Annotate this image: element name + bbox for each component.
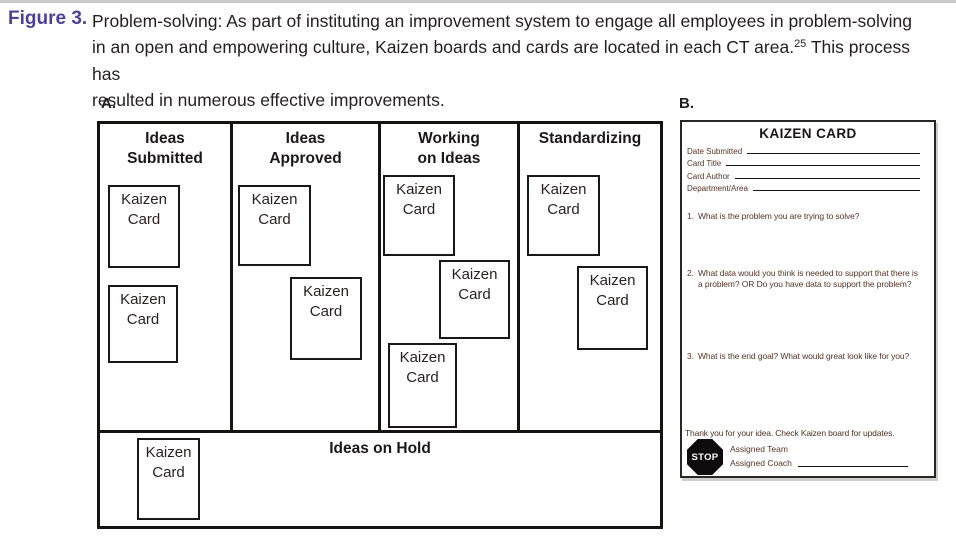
field-card-title: Card Title <box>687 156 920 169</box>
column-header-ideas-submitted: Ideas Submitted <box>100 129 230 168</box>
form-title: KAIZEN CARD <box>759 126 857 141</box>
assigned-team-label: Assigned Team <box>730 444 788 454</box>
kaizen-card-form: KAIZEN CARD Date Submitted Card Title Ca… <box>680 120 936 478</box>
figure-label: Figure 3. <box>8 8 88 29</box>
question-2: 2. What data would you think is needed t… <box>687 268 921 290</box>
caption-line-3: resulted in numerous effective improveme… <box>92 90 445 111</box>
field-label: Department/Area <box>687 184 748 194</box>
header-line: on Ideas <box>417 149 481 167</box>
header-line: Ideas <box>145 130 185 147</box>
field-label: Card Author <box>687 171 730 181</box>
kaizen-card: Kaizen Card <box>108 185 180 268</box>
field-card-author: Card Author <box>687 168 920 181</box>
field-label: Card Title <box>687 159 722 169</box>
kaizen-card: Kaizen Card <box>527 175 600 256</box>
kaizen-card: Kaizen Card <box>577 266 648 350</box>
field-blank-line <box>747 152 920 154</box>
column-header-standardizing: Standardizing <box>520 129 660 149</box>
caption-line-2: in an open and empowering culture, Kaize… <box>92 34 938 87</box>
caption-line-2-tail: This process has <box>92 37 911 84</box>
kaizen-card: Kaizen Card <box>439 260 510 339</box>
field-department-area: Department/Area <box>687 181 920 194</box>
field-blank-line <box>726 165 920 167</box>
panel-b-label: B. <box>679 95 694 112</box>
field-blank-line <box>752 190 920 192</box>
field-blank-line <box>797 466 908 467</box>
question-number: 2. <box>687 268 694 278</box>
field-date-submitted: Date Submitted <box>687 143 920 156</box>
question-3: 3. What is the end goal? What would grea… <box>687 351 925 362</box>
column-divider <box>517 124 520 433</box>
column-divider <box>378 124 381 433</box>
kaizen-card: Kaizen Card <box>108 285 178 363</box>
header-line: Ideas <box>285 130 326 147</box>
question-text: What is the end goal? What would great l… <box>698 351 910 361</box>
field-blank-line <box>734 177 920 179</box>
column-header-ideas-approved: Ideas Approved <box>233 129 378 168</box>
panel-a-label: A. <box>101 95 116 112</box>
kaizen-card: Kaizen Card <box>388 343 457 428</box>
hold-row-title: Ideas on Hold <box>329 440 431 457</box>
assigned-coach-label: Assigned Coach <box>730 458 792 468</box>
kaizen-board: Ideas Submitted Ideas Approved Working o… <box>97 121 663 529</box>
caption-line-2-text: in an open and empowering culture, Kaize… <box>92 37 795 58</box>
kaizen-card: Kaizen Card <box>238 185 311 266</box>
question-number: 1. <box>687 211 694 221</box>
hold-row-divider <box>100 430 660 433</box>
question-text: What is the problem you are trying to so… <box>698 211 860 221</box>
page-top-edge <box>0 0 956 3</box>
kaizen-card: Kaizen Card <box>290 277 362 360</box>
question-1: 1. What is the problem you are trying to… <box>687 211 921 222</box>
question-number: 3. <box>687 351 694 361</box>
stop-sign-icon: STOP <box>687 439 723 475</box>
thank-you-note: Thank you for your idea. Check Kaizen bo… <box>685 428 895 438</box>
header-line: Standardizing <box>538 130 642 147</box>
form-fields: Date Submitted Card Title Card Author De… <box>687 143 920 193</box>
caption-line-1: Problem-solving: As part of instituting … <box>92 11 912 31</box>
assigned-coach-row: Assigned Coach <box>730 458 908 468</box>
field-label: Date Submitted <box>687 146 743 156</box>
header-line: Submitted <box>127 149 203 167</box>
header-line: Approved <box>269 149 342 167</box>
figure-caption: Problem-solving: As part of instituting … <box>92 8 938 114</box>
column-divider <box>230 124 233 433</box>
question-text: What data would you think is needed to s… <box>698 268 918 289</box>
header-line: Working <box>418 130 480 147</box>
column-header-working-on-ideas: Working on Ideas <box>381 129 517 168</box>
kaizen-card: Kaizen Card <box>383 175 455 256</box>
kaizen-card: Kaizen Card <box>137 438 200 520</box>
footnote-reference: 25 <box>794 38 807 51</box>
